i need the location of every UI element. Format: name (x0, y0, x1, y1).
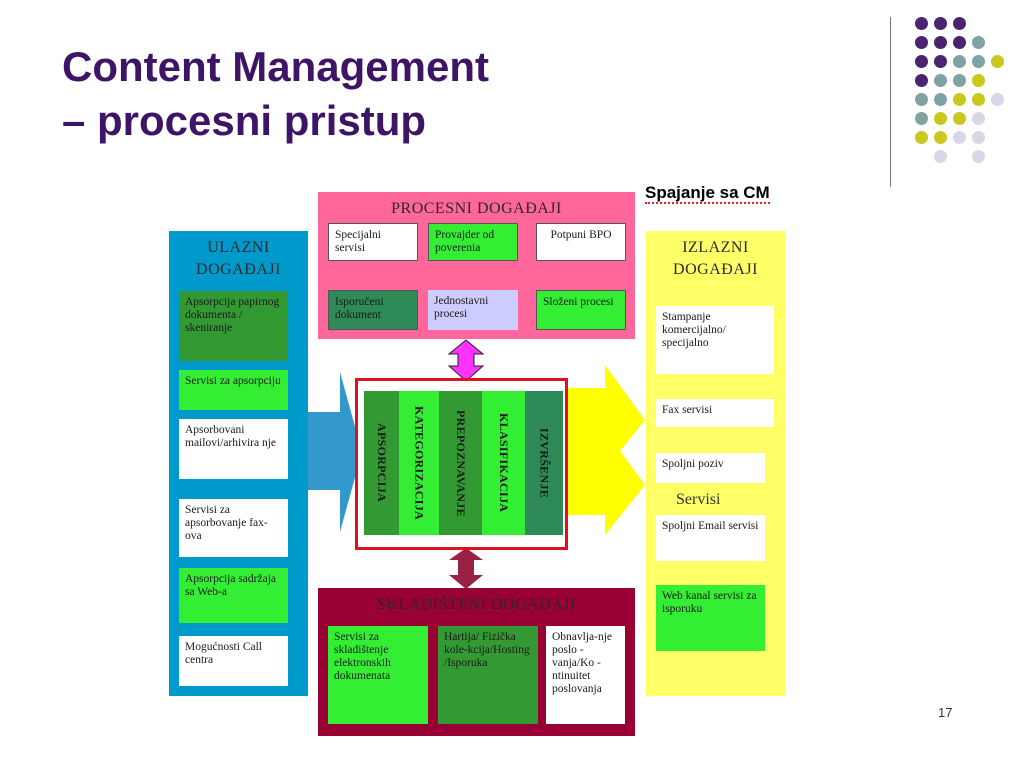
storage-item: Hartija/ Fizička kole-kcija/Hosting /Isp… (438, 626, 538, 724)
process-item: Potpuni BPO (536, 223, 626, 261)
input-arrow (306, 372, 362, 532)
output-heading-line2: DOGAĐAJI (673, 261, 758, 278)
output-services-label: Servisi (676, 491, 721, 508)
divider-line (890, 17, 891, 187)
annotation-label: Spajanje sa CM (645, 183, 770, 204)
storage-link-arrow (449, 548, 483, 589)
core-column: PREPOZNAVANJE (439, 391, 482, 535)
output-arrow-upper (568, 365, 645, 470)
process-link-arrow (447, 339, 485, 382)
core-column: APSORPCIJA (364, 391, 399, 535)
output-item: Web kanal servisi za isporuku (656, 585, 765, 651)
core-column-label: APSORPCIJA (375, 423, 389, 503)
output-heading: IZLAZNI DOGAĐAJI (646, 237, 785, 281)
input-heading-line1: ULAZNI (207, 239, 270, 256)
slide-number: 17 (938, 705, 953, 720)
process-item: Specijalni servisi (328, 223, 418, 261)
storage-item: Servisi za skladištenje elektronskih dok… (328, 626, 428, 724)
input-heading: ULAZNI DOGAĐAJI (169, 237, 308, 281)
input-item: Servisi za apsorbovanje fax-ova (179, 499, 288, 557)
input-heading-line2: DOGAĐAJI (196, 261, 281, 278)
input-events-panel: ULAZNI DOGAĐAJI Apsorpcija papirnog doku… (169, 231, 308, 696)
output-item: Fax servisi (656, 399, 774, 427)
input-item: Apsorpcija sadržaja sa Web-a (179, 568, 288, 623)
core-column: IZVRŠENJE (525, 391, 563, 535)
core-column-label: KLASIFIKACIJA (497, 413, 511, 513)
output-item: Spoljni Email servisi (656, 515, 765, 561)
core-column-label: IZVRŠENJE (537, 427, 552, 499)
output-item: Spoljni poziv (656, 453, 765, 483)
process-item: Složeni procesi (536, 290, 626, 330)
output-item: Stampanje komercijalno/ specijalno (656, 306, 774, 374)
input-item: Servisi za apsorpciju (179, 370, 288, 410)
storage-item: Obnavlja-nje poslo -vanja/Ko -ntinuitet … (546, 626, 625, 724)
core-column-label: KATEGORIZACIJA (412, 406, 427, 520)
output-events-panel: IZLAZNI DOGAĐAJI Stampanje komercijalno/… (646, 231, 785, 696)
core-column: KLASIFIKACIJA (482, 391, 525, 535)
process-item: Provajder od poverenia (428, 223, 518, 261)
storage-heading: SKLADIŠTENI DOGAĐAJI (377, 596, 576, 613)
input-item: Mogućnosti Call centra (179, 636, 288, 686)
core-column-label: PREPOZNAVANJE (454, 409, 468, 517)
process-events-panel: PROCESNI DOGAĐAJI Specijalni servisi Pro… (318, 192, 635, 339)
output-heading-line1: IZLAZNI (682, 239, 749, 256)
title-line-2: – procesni pristup (62, 97, 427, 144)
input-item: Apsorbovani mailovi/arhivira nje (179, 419, 288, 479)
storage-events-panel: SKLADIŠTENI DOGAĐAJI Servisi za skladišt… (318, 588, 635, 736)
input-item: Apsorpcija papirnog dokumenta / skeniran… (179, 291, 288, 361)
process-item: Jednostavni procesi (428, 290, 518, 330)
core-processing-panel: APSORPCIJA KATEGORIZACIJA PREPOZNAVANJE … (355, 378, 568, 550)
process-item: Isporučeni dokument (328, 290, 418, 330)
process-heading: PROCESNI DOGAĐAJI (391, 200, 562, 217)
core-column: KATEGORIZACIJA (399, 391, 439, 535)
title-line-1: Content Management (62, 43, 490, 90)
output-arrow-lower (568, 430, 645, 535)
slide-title: Content Management – procesni pristup (62, 40, 622, 148)
